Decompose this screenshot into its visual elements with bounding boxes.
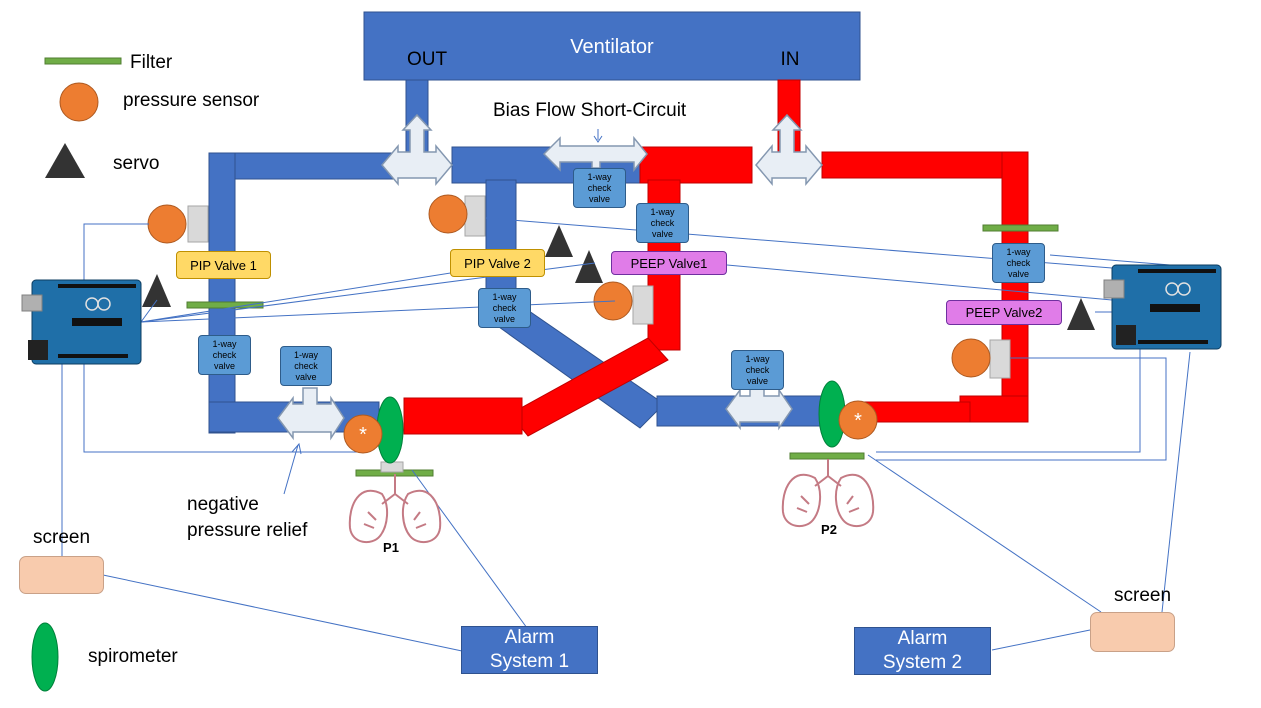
pressure-sensor — [343, 414, 383, 454]
double-arrow-connector-icon — [277, 113, 823, 441]
legend-filter-label: Filter — [130, 52, 173, 73]
lungs-icon — [348, 474, 442, 544]
expiratory-tubing — [403, 79, 1029, 437]
servo-legend-swatch — [45, 143, 85, 178]
peep-valve-1: PEEP Valve1 — [611, 251, 727, 275]
patient-label-p2: P2 — [821, 522, 837, 537]
peep-valve-2: PEEP Valve2 — [946, 300, 1062, 325]
check-valve-inspiratory-2: 1-way check valve — [478, 288, 531, 328]
ventilator-out-label: OUT — [407, 49, 448, 70]
sensor-mark: * — [854, 410, 862, 432]
negative-pressure-relief-label: negative pressure relief — [187, 494, 308, 541]
ventilator-box — [363, 11, 861, 81]
filter-legend-swatch — [44, 57, 122, 65]
sensor-mark: * — [359, 424, 367, 446]
arduino-board-icon — [1103, 264, 1222, 350]
check-valve-relief-1: 1-way check valve — [280, 346, 332, 386]
pip-valve-2: PIP Valve 2 — [450, 249, 545, 277]
spirometer-legend-swatch — [31, 622, 59, 692]
servo — [142, 225, 1095, 330]
check-valve-expiratory-2: 1-way check valve — [992, 243, 1045, 283]
legend-servo-label: servo — [113, 153, 160, 174]
ventilator-in-label: IN — [781, 49, 800, 70]
pressure-sensor-legend-swatch — [59, 82, 99, 122]
patient-label-p1: P1 — [383, 540, 399, 555]
pip-valve-1: PIP Valve 1 — [176, 251, 271, 279]
screen-right-label: screen — [1114, 585, 1172, 606]
legend-spirometer-label: spirometer — [88, 646, 178, 667]
ventilator-title: Ventilator — [570, 36, 654, 58]
screen-right — [1090, 612, 1175, 652]
screen-left — [19, 556, 104, 594]
pressure-sensor — [838, 400, 878, 440]
alarm-system-1: Alarm System 1 — [461, 626, 598, 674]
check-valve-expiratory-1: 1-way check valve — [636, 203, 689, 243]
arduino-board-icon — [21, 279, 142, 365]
legend-pressure-sensor-label: pressure sensor — [123, 90, 260, 111]
bias-flow-label: Bias Flow Short-Circuit — [493, 100, 687, 121]
lungs-icon — [781, 459, 875, 528]
check-valve-bias: 1-way check valve — [573, 168, 626, 208]
check-valve-inspiratory-1: 1-way check valve — [198, 335, 251, 375]
check-valve-relief-2: 1-way check valve — [731, 350, 784, 390]
alarm-system-2: Alarm System 2 — [854, 627, 991, 675]
screen-left-label: screen — [33, 527, 91, 548]
